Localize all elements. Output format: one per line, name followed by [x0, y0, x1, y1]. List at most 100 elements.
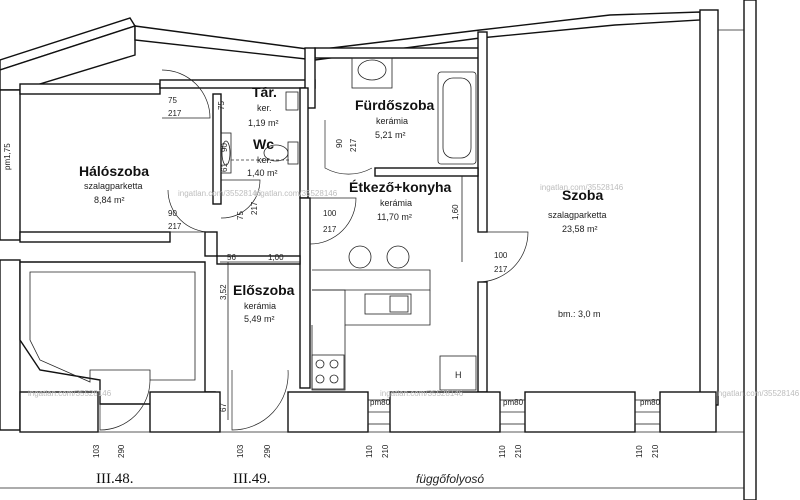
eloszoba-name: Előszoba	[233, 282, 295, 298]
bath-sink	[351, 57, 393, 89]
halo-name: Hálószoba	[79, 163, 149, 179]
dim-wc-90: 90	[220, 143, 229, 152]
dim-bath-90: 90	[335, 139, 344, 148]
wall-szoba-left	[477, 31, 488, 233]
wall-bottom-4	[389, 391, 501, 433]
wall-halo-bottom-2	[204, 231, 218, 257]
wall-block-48	[19, 261, 216, 405]
dim-b4-b: 210	[514, 444, 523, 458]
wall-bath-top	[314, 47, 486, 59]
wall-top-right	[699, 9, 719, 406]
kitchen-sink-bowl	[389, 295, 409, 313]
tar-floor: ker.	[257, 103, 272, 113]
door-bath	[324, 120, 373, 175]
bath-sink-bowl	[357, 59, 387, 81]
watermark-2: ingatlan.com/35528146	[540, 183, 624, 192]
wall-tar-top	[159, 79, 316, 89]
burner-3	[315, 374, 325, 384]
corridor-label: függőfolyosó	[416, 472, 484, 486]
dim-75c: 75	[236, 211, 245, 220]
dim-kitchen-100: 100	[323, 209, 337, 218]
dim-352: 3,52	[219, 284, 228, 300]
halo-sink-bowl	[221, 140, 231, 166]
bathtub	[437, 71, 477, 165]
wall-bottom-5	[524, 391, 636, 433]
dim-67: 67	[219, 403, 228, 412]
tar-name: Tár.	[252, 84, 277, 100]
burner-2	[329, 359, 339, 369]
door-kitchen	[309, 197, 357, 245]
dim-pm80-c: pm80	[640, 398, 661, 407]
door-szoba	[477, 231, 529, 283]
dim-217a: 217	[168, 109, 182, 118]
door-wc	[220, 179, 261, 219]
wc-bowl	[263, 144, 289, 162]
watermark-5: ingatlan.com/35528146	[716, 389, 800, 398]
door-48	[99, 379, 151, 431]
halo-floor: szalagparketta	[84, 181, 143, 191]
wall-szoba-left-2	[477, 281, 488, 393]
bathtub-inner	[442, 77, 472, 159]
stool-1	[348, 245, 372, 269]
wc-tank	[287, 141, 299, 165]
wall-left	[0, 89, 21, 241]
dim-75a: 75	[168, 96, 177, 105]
eloszoba-floor: kerámia	[244, 301, 276, 311]
dim-b1-b: 290	[117, 444, 126, 458]
dim-b5-a: 110	[635, 445, 644, 458]
unit-49-label: III.49.	[233, 471, 271, 487]
wall-left-lower	[0, 259, 21, 431]
burner-1	[315, 359, 325, 369]
watermark-4: ingatlan.com/35528146	[380, 389, 464, 398]
etkezo-floor: kerámia	[380, 198, 412, 208]
wall-bottom-3	[287, 391, 369, 433]
h-mark: H	[455, 370, 462, 380]
halo-sink	[220, 132, 232, 174]
block-48-inner	[29, 271, 196, 383]
dim-b1-a: 103	[92, 444, 101, 458]
dim-100: 1,00	[268, 253, 284, 262]
dim-56: 56	[227, 253, 236, 262]
wall-bath-left	[304, 47, 316, 109]
stool-2	[386, 245, 410, 269]
wc-floor: ker.	[257, 155, 272, 165]
watermark-3: ingatlan.com/35528146	[28, 389, 112, 398]
eloszoba-area: 5,49 m²	[244, 314, 275, 324]
dim-b3-b: 210	[381, 444, 390, 458]
szoba-name: Szoba	[562, 187, 603, 203]
furdoszoba-name: Fürdőszoba	[355, 97, 435, 113]
door-49	[231, 369, 289, 431]
stove	[311, 354, 345, 390]
wall-halo-bottom	[19, 231, 171, 243]
dim-wc-61: 61	[220, 163, 229, 172]
wall-bottom-2	[149, 391, 221, 433]
dim-75b: 75	[217, 101, 226, 110]
wc-name: Wc	[253, 136, 274, 152]
wall-bottom-6	[659, 391, 717, 433]
wall-right-edge	[743, 0, 757, 500]
dim-b4-a: 110	[498, 445, 507, 458]
dim-szoba-100: 100	[494, 251, 508, 260]
watermark-1: ingatlan.com/35528146	[178, 189, 262, 198]
dim-b5-b: 210	[651, 444, 660, 458]
dim-b3-a: 110	[365, 445, 374, 458]
door-halo	[167, 189, 211, 233]
wall-eloszoba-top	[216, 255, 301, 265]
furdoszoba-floor: kerámia	[376, 116, 408, 126]
dim-szoba-217: 217	[494, 265, 508, 274]
kitchen-lower-counter	[311, 325, 346, 391]
dim-b2-b: 290	[263, 444, 272, 458]
tar-fixture	[285, 91, 299, 111]
szoba-area: 23,58 m²	[562, 224, 598, 234]
dim-pm80-a: pm80	[370, 398, 391, 407]
etkezo-area: 11,70 m²	[377, 212, 412, 222]
dim-pm80-b: pm80	[503, 398, 524, 407]
kitchen-sink	[364, 293, 412, 315]
dim-kitchen-217: 217	[323, 225, 337, 234]
szoba-note: bm.: 3,0 m	[558, 309, 601, 319]
furdoszoba-area: 5,21 m²	[375, 130, 406, 140]
dim-217c: 217	[250, 201, 259, 215]
dim-160: 1,60	[451, 204, 460, 220]
kitchen-counter-2	[312, 289, 431, 326]
